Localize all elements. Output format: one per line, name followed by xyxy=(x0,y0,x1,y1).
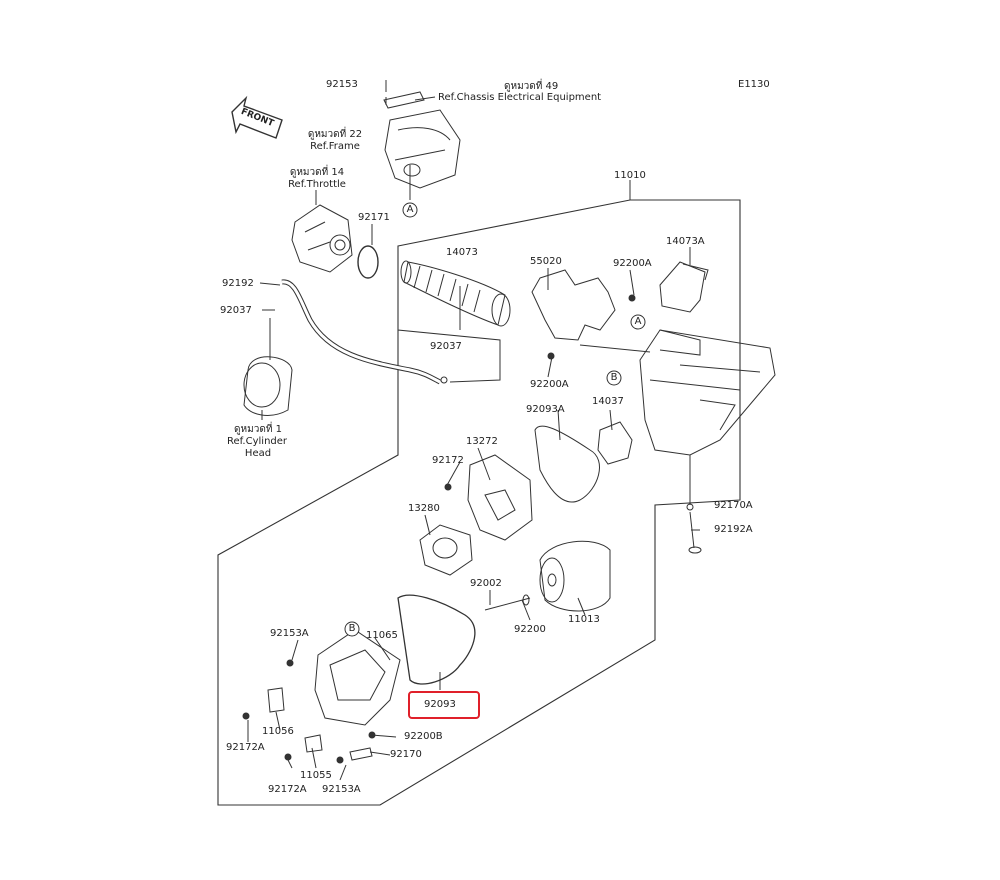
callout-b-right: B xyxy=(610,372,618,383)
callout-circle-b-right xyxy=(606,370,622,386)
part-92170: 92170 xyxy=(390,749,422,760)
callout-circle-b-bottom xyxy=(344,621,360,637)
part-92172: 92172 xyxy=(432,455,464,466)
part-92200B: 92200B xyxy=(404,731,443,742)
part-92170A: 92170A xyxy=(714,500,753,511)
part-11056: 11056 xyxy=(262,726,294,737)
part-92172A-left: 92172A xyxy=(226,742,265,753)
part-92037-mid: 92037 xyxy=(430,341,462,352)
callout-b-bottom: B xyxy=(348,623,356,634)
callout-a-right: A xyxy=(634,316,642,327)
part-92153A-bottom: 92153A xyxy=(322,784,361,795)
ref-frame: Ref.Frame xyxy=(310,141,360,152)
callout-a-top: A xyxy=(406,204,414,215)
callout-circle-a-right xyxy=(630,314,646,330)
part-92172A-bottom: 92172A xyxy=(268,784,307,795)
part-92200: 92200 xyxy=(514,624,546,635)
part-92192: 92192 xyxy=(222,278,254,289)
part-11055: 11055 xyxy=(300,770,332,781)
ref-chassis-thai: ดูหมวดที่ 49 xyxy=(504,81,559,92)
part-11013: 11013 xyxy=(568,614,600,625)
part-14073A: 14073A xyxy=(666,236,705,247)
part-92200A-mid: 92200A xyxy=(530,379,569,390)
part-92037-left: 92037 xyxy=(220,305,252,316)
front-arrow-outline xyxy=(231,95,283,139)
callout-circle-a-top xyxy=(402,202,418,218)
highlight-box xyxy=(408,691,480,719)
ref-frame-thai: ดูหมวดที่ 22 xyxy=(307,129,363,140)
part-92002: 92002 xyxy=(470,578,502,589)
diagram-code: E1130 xyxy=(738,79,770,90)
part-11065: 11065 xyxy=(366,630,398,641)
assembly-frame-outline xyxy=(217,199,741,806)
part-14073: 14073 xyxy=(446,247,478,258)
ref-throttle: Ref.Throttle xyxy=(288,179,346,190)
part-92200A-top: 92200A xyxy=(613,258,652,269)
ref-throttle-thai: ดูหมวดที่ 14 xyxy=(289,167,345,178)
part-13272: 13272 xyxy=(466,436,498,447)
part-14037: 14037 xyxy=(592,396,624,407)
part-92093-highlighted[interactable]: 92093 xyxy=(424,699,456,710)
part-92153: 92153 xyxy=(326,79,358,90)
part-92093A: 92093A xyxy=(526,404,565,415)
part-11010: 11010 xyxy=(614,170,646,181)
ref-cylinder-thai: ดูหมวดที่ 1 xyxy=(234,424,282,435)
ref-cylinder: Ref.Cylinder xyxy=(226,436,288,447)
part-92153A-top: 92153A xyxy=(270,628,309,639)
ref-chassis: Ref.Chassis Electrical Equipment xyxy=(438,92,602,103)
part-55020: 55020 xyxy=(530,256,562,267)
part-13280: 13280 xyxy=(408,503,440,514)
ref-cylinder-head: Head xyxy=(244,448,272,459)
part-92192A: 92192A xyxy=(714,524,753,535)
part-92171: 92171 xyxy=(358,212,390,223)
